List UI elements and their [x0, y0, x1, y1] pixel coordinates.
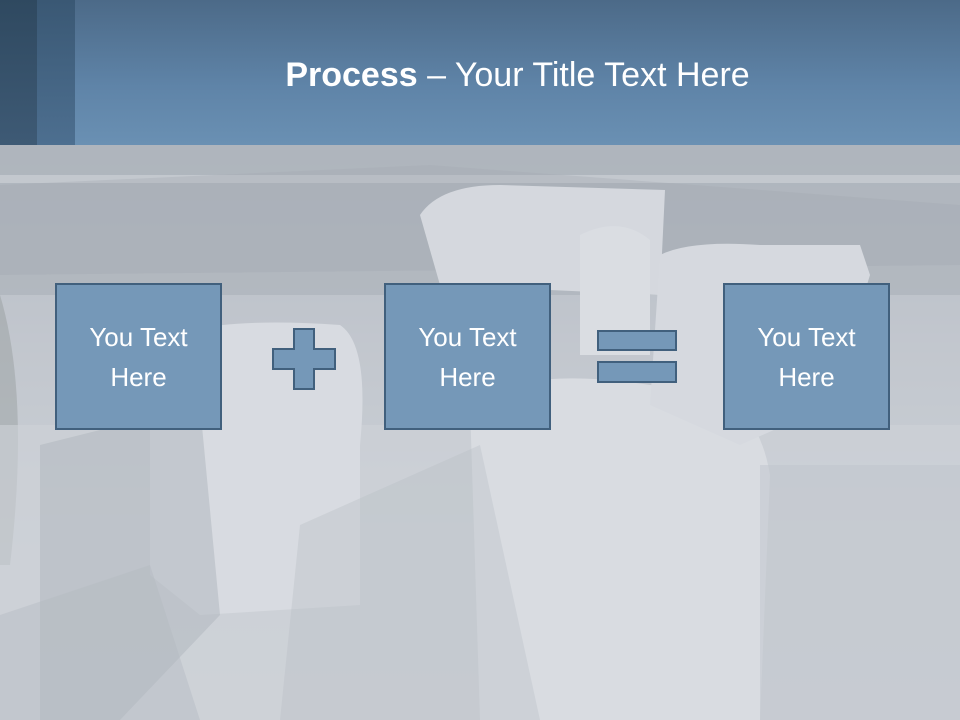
header-band: Process – Your Title Text Here	[0, 0, 960, 145]
background-photo	[0, 145, 960, 720]
process-box-2: You Text Here	[384, 283, 551, 430]
process-box-1-text: You Text Here	[89, 321, 188, 392]
process-box-3-text: You Text Here	[757, 321, 856, 392]
title-rest: – Your Title Text Here	[417, 56, 750, 94]
process-box-3: You Text Here	[723, 283, 890, 430]
plus-icon	[272, 328, 336, 390]
process-box-2-text: You Text Here	[418, 321, 517, 392]
photo-wash	[0, 145, 960, 720]
equals-icon	[597, 330, 677, 383]
process-box-1: You Text Here	[55, 283, 222, 430]
header-accent-dark	[0, 0, 37, 145]
slide-title: Process – Your Title Text Here	[75, 52, 960, 102]
title-bold: Process	[285, 56, 418, 94]
header-accent-mid	[37, 0, 75, 145]
